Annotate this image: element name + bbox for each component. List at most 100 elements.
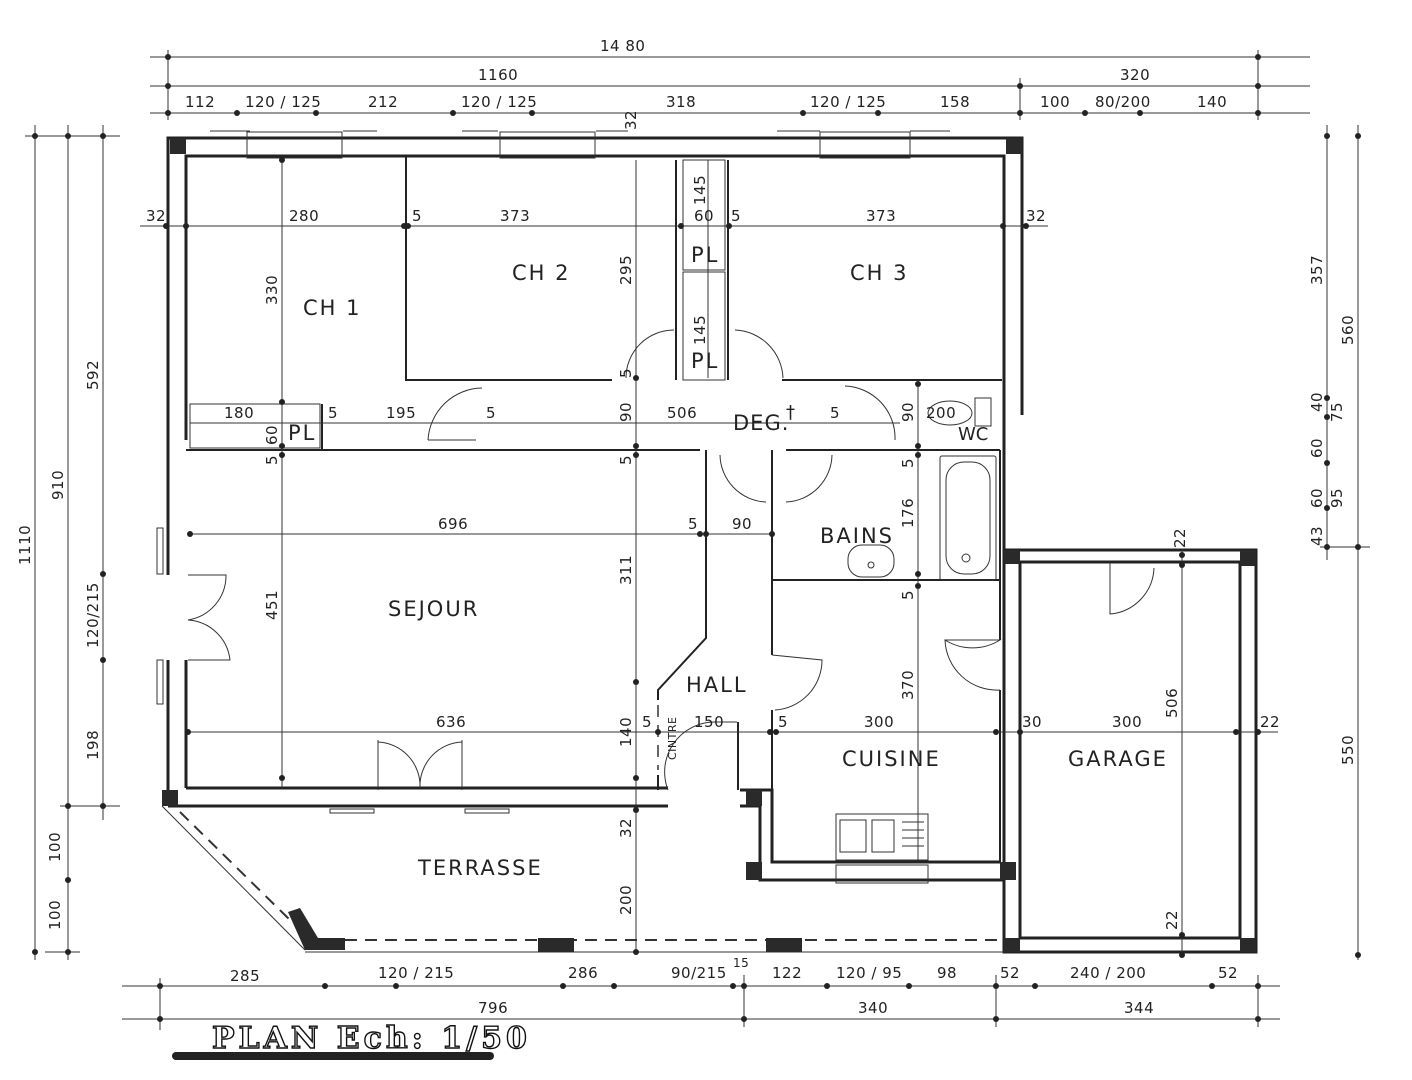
- dim-sejour-140: 140: [617, 717, 635, 747]
- dim-right-inner: 60: [1308, 438, 1326, 458]
- dim-partition: 5: [642, 713, 652, 731]
- dim-garage-22: 22: [1260, 713, 1280, 731]
- dim-bottom-seg: 240 / 200: [1070, 964, 1146, 982]
- dim-top-seg: 318: [666, 93, 696, 111]
- dim-pl-small-h: 60: [263, 425, 281, 445]
- dim-sejour-311: 311: [617, 555, 635, 585]
- dim-left-outer: 1110: [16, 525, 34, 565]
- dim-garage-22: 22: [1171, 528, 1189, 548]
- dim-right-inner: 75: [1328, 402, 1346, 422]
- dim-bottom-seg: 122: [772, 964, 802, 982]
- dim-ch2-width: 373: [500, 207, 530, 225]
- dim-left-inner: 198: [84, 730, 102, 760]
- dim-sejour-width: 696: [438, 515, 468, 533]
- dim-top-seg: 120 / 125: [245, 93, 321, 111]
- dim-bottom-total: 796: [478, 999, 508, 1017]
- dim-right-inner: 357: [1308, 255, 1326, 285]
- dim-left-inner: 120/215: [84, 582, 102, 648]
- dim-right-inner: 43: [1308, 526, 1326, 546]
- room-terrasse: TERRASSE: [417, 856, 543, 880]
- toilet-icon: [927, 397, 992, 427]
- dim-main-width: 1160: [478, 66, 518, 84]
- dim-right-inner: 40: [1308, 392, 1326, 412]
- dim-partition: 5: [899, 590, 917, 600]
- dim-pl-width: 60: [694, 207, 714, 225]
- dim-partition: 5: [617, 455, 635, 465]
- dim-partition: 5: [778, 713, 788, 731]
- washbasin-icon: [847, 544, 895, 578]
- title-underline: [172, 1052, 494, 1060]
- dim-partition: 5: [830, 404, 840, 422]
- room-ch3: CH 3: [850, 261, 909, 285]
- dim-bottom-seg: 52: [1000, 964, 1020, 982]
- dim-ch1-width: 280: [289, 207, 319, 225]
- dim-wall-right: 32: [1026, 207, 1046, 225]
- dim-partition: 5: [688, 515, 698, 533]
- dim-left-terrace: 100: [46, 900, 64, 930]
- dim-bottom-seg: 52: [1218, 964, 1238, 982]
- dim-hall-150: 150: [694, 713, 724, 731]
- bathtub-icon: [939, 455, 997, 581]
- top-dimensions: 14 80 1160 320 112 120 / 125 212 120 / 1…: [150, 37, 1310, 130]
- dim-top-seg: 212: [368, 93, 398, 111]
- bottom-dimensions: 285 120 / 215 286 90/215 15 122 120 / 95…: [122, 956, 1280, 1030]
- dim-bottom-seg: 285: [230, 967, 260, 985]
- dim-left-inner: 592: [84, 360, 102, 390]
- dim-corr-195: 195: [386, 404, 416, 422]
- dim-garage-30: 30: [1022, 713, 1042, 731]
- dim-right-inner: 95: [1328, 488, 1346, 508]
- dim-partition: 5: [486, 404, 496, 422]
- dim-wall-left: 32: [146, 207, 166, 225]
- dim-corr-90: 90: [899, 402, 917, 422]
- dim-wall-32: 32: [622, 110, 640, 130]
- dim-ch1-height: 330: [263, 275, 281, 305]
- dim-cuisine-370: 370: [899, 670, 917, 700]
- doors: [156, 329, 1155, 791]
- terrasse-outline: [161, 805, 1004, 953]
- dim-sejour-636: 636: [436, 713, 466, 731]
- top-windows: [210, 130, 950, 159]
- room-pl-1: PL: [691, 243, 719, 267]
- dim-top-seg: 140: [1197, 93, 1227, 111]
- dim-right-outer: 560: [1339, 315, 1357, 345]
- room-ch1: CH 1: [303, 296, 362, 320]
- dim-top-seg: 80/200: [1095, 93, 1151, 111]
- dim-partition: 5: [899, 458, 917, 468]
- interior-dimension-labels: 32 280 5 373 60 5 373 32 330 295 145 145…: [146, 175, 1280, 930]
- dim-ch3-width: 373: [866, 207, 896, 225]
- dim-right-inner: 60: [1308, 488, 1326, 508]
- dim-corr-90: 90: [617, 402, 635, 422]
- room-wc: WC: [958, 424, 988, 445]
- dim-garage-width: 320: [1120, 66, 1150, 84]
- dim-garage-22: 22: [1163, 910, 1181, 930]
- dim-garage-300: 300: [1112, 713, 1142, 731]
- kitchen-sink-icon: [835, 813, 929, 884]
- dim-top-seg: 100: [1040, 93, 1070, 111]
- dim-partition: 5: [731, 207, 741, 225]
- dim-cuisine-300: 300: [864, 713, 894, 731]
- room-deg: DEG.: [733, 411, 789, 435]
- room-pl-3: PL: [288, 421, 316, 445]
- dim-corr-506: 506: [667, 404, 697, 422]
- dim-hall-90: 90: [732, 515, 752, 533]
- room-pl-2: PL: [691, 349, 719, 373]
- room-cintre: CINTRE: [666, 717, 679, 760]
- dim-wc-200: 200: [926, 404, 956, 422]
- dim-partition: 5: [263, 455, 281, 465]
- dim-top-seg: 158: [940, 93, 970, 111]
- dim-terrasse-32: 32: [617, 818, 635, 838]
- dim-left-middle: 910: [49, 470, 67, 500]
- room-ch2: CH 2: [512, 261, 571, 285]
- dim-partition: 5: [412, 207, 422, 225]
- dim-bottom-seg: 286: [568, 964, 598, 982]
- dim-top-seg: 120 / 125: [461, 93, 537, 111]
- dim-partition: 5: [328, 404, 338, 422]
- right-dimensions: 357 40 75 60 60 95 43 560 550: [1308, 125, 1370, 960]
- room-bains: BAINS: [820, 524, 894, 548]
- fixtures: [835, 397, 997, 884]
- dim-bottom-total: 344: [1124, 999, 1154, 1017]
- room-cuisine: CUISINE: [842, 747, 941, 771]
- dim-bottom-seg: 120 / 215: [378, 964, 454, 982]
- dim-bains-176: 176: [899, 498, 917, 528]
